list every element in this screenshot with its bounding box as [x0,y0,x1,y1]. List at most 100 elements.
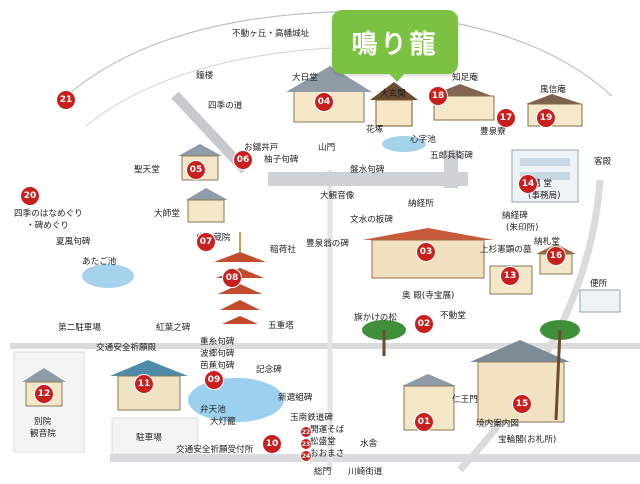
marker-number: 17 [499,113,513,123]
daigenkan [370,82,418,127]
marker-07[interactable]: 07 [196,232,216,252]
label-fudogaoka: 不動ヶ丘・高幡城址 [232,27,310,39]
marker-23[interactable]: 23 [300,438,312,450]
label-niomon: 仁王門 [452,393,478,405]
label-benjo: 便所 [590,277,608,289]
label-yuzuko: 柚子句碑 [264,153,299,165]
marker-15[interactable]: 15 [512,394,532,414]
marker-number: 15 [515,399,529,409]
label-shingumi: 新選組碑 [278,391,313,403]
benten-pond [188,378,284,422]
marker-09[interactable]: 09 [204,370,224,390]
label-kawasaki: 川崎街道 [348,465,383,477]
marker-number: 20 [23,191,37,201]
marker-number: 16 [549,251,563,261]
marker-11[interactable]: 11 [134,374,154,394]
label-kyakuden: 客殿 [594,155,612,167]
marker-22[interactable]: 22 [300,426,312,438]
hatakake-pine [362,320,406,356]
label-shoseido: 松盛堂 [310,435,336,447]
marker-number: 19 [539,113,553,123]
label-daini: 第二駐車場 [58,321,101,333]
marker-06[interactable]: 06 [233,150,253,170]
hill-outline [61,11,613,101]
label-fushinan: 風信庵 [540,83,566,95]
label-shoro: 鐘楼 [196,69,214,81]
label-nosatsu: 納経所 [408,197,434,209]
wall-east [444,150,458,188]
label-kotsu-uketsuke: 交通安全祈願受付所 [176,443,254,455]
marker-08[interactable]: 08 [222,268,242,288]
label-dainichi: 大日堂 [292,71,318,83]
label-shikimeguri-1: 四季のはなめぐり [14,207,83,219]
marker-number: 22 [301,428,311,436]
label-shotendo: 聖天堂 [134,163,160,175]
label-juhaku: 重糸句碑 [200,335,235,347]
marker-18[interactable]: 18 [428,86,448,106]
label-jimukyoku: (事務局) [528,189,561,201]
label-atago: あたご池 [82,255,117,267]
marker-number: 03 [419,247,433,257]
label-chisokuan: 知足庵 [452,71,478,83]
marker-number: 23 [301,440,311,448]
marker-20[interactable]: 20 [20,186,40,206]
label-omasa: おおまさ [310,448,344,459]
marker-10[interactable]: 10 [262,434,282,454]
label-shuinsho: (朱印所) [506,221,539,233]
label-bashou: 芭蕉句碑 [200,359,235,371]
naruryu-badge[interactable]: 鳴り龍 [332,10,458,74]
label-banshui: 盤水句碑 [350,163,385,175]
marker-19[interactable]: 19 [536,108,556,128]
marker-number: 02 [417,319,431,329]
marker-03[interactable]: 03 [416,242,436,262]
label-somon: 総門 [314,465,331,477]
marker-01[interactable]: 01 [414,412,434,432]
marker-05[interactable]: 05 [186,160,206,180]
label-shikimeguri-2: ・碑めぐり [26,219,69,231]
label-tamamon: 玉南鉄道碑 [290,411,333,423]
label-onsenkoi: お鑓井戸 [244,141,279,153]
wall-kannon [268,172,468,186]
east-pine [540,320,580,421]
parking-lot-2 [111,417,199,455]
marker-number: 11 [137,379,151,389]
label-keidai: 境内案内図 [476,417,519,429]
marker-21[interactable]: 21 [56,90,76,110]
label-kaduka: 花塚 [366,123,384,135]
label-daishido: 大師堂 [154,207,180,219]
marker-13[interactable]: 13 [500,266,520,286]
label-inari: 稲荷社 [270,243,296,255]
label-daikannon: 大観音像 [320,189,355,201]
label-mizuya: 水舎 [360,437,378,449]
marker-number: 09 [207,375,221,385]
label-kinenhi: 記念碑 [256,363,282,375]
marker-number: 10 [265,439,279,449]
marker-24[interactable]: 24 [300,450,312,462]
marker-number: 13 [503,271,517,281]
marker-17[interactable]: 17 [496,108,516,128]
daishido-building [186,188,228,223]
marker-number: 04 [317,97,331,107]
marker-number: 24 [301,452,311,460]
label-uesugi: 上杉憲顕の墓 [480,243,532,255]
label-chusha: 駐車場 [136,431,162,443]
label-bunsui: 文水の板碑 [350,213,393,225]
marker-number: 21 [59,95,73,105]
label-kannonin: 観音院 [30,427,56,439]
naruryu-badge-pointer [388,72,406,82]
marker-02[interactable]: 02 [414,314,434,334]
marker-12[interactable]: 12 [34,384,54,404]
label-daigenkan: 大玄関 [380,87,406,99]
label-hatakake: 旗かけの松 [354,311,397,323]
marker-14[interactable]: 14 [518,174,538,194]
marker-04[interactable]: 04 [314,92,334,112]
label-koyo: 紅葉之碑 [156,321,191,333]
marker-16[interactable]: 16 [546,246,566,266]
label-daitoro: 大灯籠 [210,415,236,427]
atago-pond [82,264,134,288]
label-gojunoto: 五重塔 [268,319,294,331]
hill-outline-inner [85,47,331,127]
label-okuden: 奥 殿(寺宝展) [402,289,454,301]
label-fudoudo: 不動堂 [440,309,466,321]
